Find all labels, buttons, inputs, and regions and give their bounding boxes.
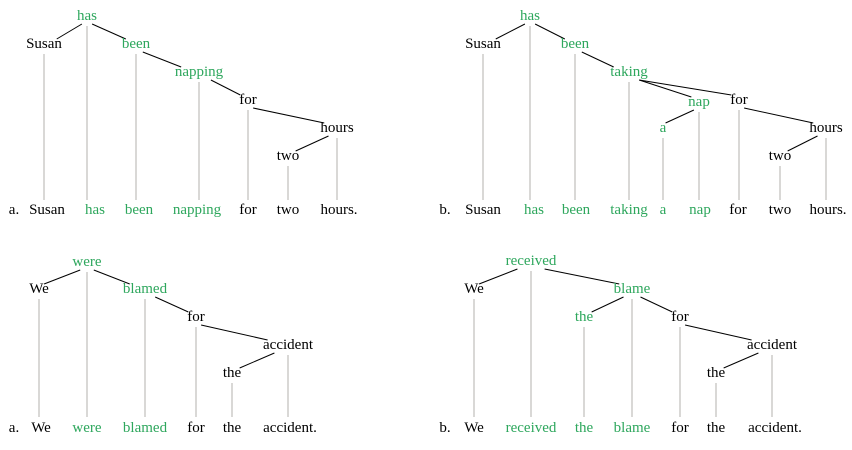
tree-node-nap: nap [688, 94, 710, 110]
tree-node-the: the [222, 365, 242, 381]
sentence-word: blamed [122, 420, 168, 436]
tree-node-blamed: blamed [122, 281, 168, 297]
dependency-edge [210, 79, 241, 96]
tree-node-accident: accident [263, 337, 313, 353]
tree-node-two: two [768, 148, 792, 164]
sentence-word: has [85, 202, 105, 218]
dependency-edge [639, 79, 732, 96]
sentence-word: accident. [748, 420, 802, 436]
tree-node-we: We [464, 281, 484, 297]
sentence-word: the [706, 420, 726, 436]
sentence-word: nap [689, 202, 711, 218]
tree-node-blame: blame [613, 281, 651, 297]
tree-node-napping: napping [174, 64, 224, 80]
tree-node-were: were [72, 254, 102, 270]
dependency-edge [142, 51, 182, 68]
dependency-edge [544, 268, 620, 285]
dependency-edge [154, 296, 189, 313]
sentence-word: the [222, 420, 242, 436]
tree-node-susan: Susan [465, 36, 501, 52]
tree-node-the1: the [574, 309, 594, 325]
dependency-edge [743, 107, 814, 124]
sentence-word: a [659, 202, 667, 218]
dependency-edge [56, 23, 83, 40]
dependency-edge [581, 51, 614, 68]
sentence-word: for [187, 420, 205, 436]
sentence-word: We [31, 420, 51, 436]
dependency-edge [200, 324, 268, 341]
sentence-word: has [524, 202, 544, 218]
sentence-word: napping [172, 202, 222, 218]
tree-node-has: has [520, 8, 540, 24]
tree-node-received: received [505, 253, 557, 269]
tree-node-for: for [671, 309, 689, 325]
sentence-word: blame [613, 420, 651, 436]
tree-node-been: been [121, 36, 151, 52]
tree-node-for: for [187, 309, 205, 325]
dependency-edge [252, 107, 325, 124]
tree-node-accident: accident [747, 337, 797, 353]
sentence-word: been [561, 202, 591, 218]
tree-node-been: been [560, 36, 590, 52]
tree-node-susan: Susan [26, 36, 62, 52]
dependency-edge [91, 23, 127, 40]
panel-label: a. [8, 202, 20, 218]
tree-node-two: two [276, 148, 300, 164]
dependency-edge [591, 296, 624, 313]
dependency-edge [640, 296, 673, 313]
sentence-word: the [574, 420, 594, 436]
dependency-edge [93, 269, 130, 285]
tree-node-has: has [77, 8, 97, 24]
panel-label: b. [439, 420, 451, 436]
sentence-word: accident. [263, 420, 317, 436]
sentence-word: for [671, 420, 689, 436]
sentence-word: two [276, 202, 300, 218]
dependency-edge [478, 268, 518, 285]
sentence-word: for [239, 202, 257, 218]
sentence-word: taking [610, 202, 648, 218]
sentence-word: were [72, 420, 102, 436]
tree-node-for: for [730, 92, 748, 108]
sentence-word: for [729, 202, 747, 218]
dependency-edge [723, 352, 759, 369]
sentence-word: been [124, 202, 154, 218]
tree-node-hours: hours [809, 120, 843, 136]
dependency-edge [787, 135, 818, 152]
dependency-edge [43, 269, 81, 285]
tree-node-hours: hours [320, 120, 354, 136]
panel-label: b. [439, 202, 451, 218]
panel-label: a. [8, 420, 20, 436]
dependency-edge [534, 23, 566, 40]
tree-node-for: for [239, 92, 257, 108]
tree-node-we: We [29, 281, 49, 297]
sentence-word: Susan [465, 202, 501, 218]
sentence-word: Susan [29, 202, 65, 218]
sentence-word: received [505, 420, 557, 436]
dependency-edge [665, 109, 695, 124]
sentence-word: We [464, 420, 484, 436]
tree-node-taking: taking [610, 64, 648, 80]
dependency-edge [495, 23, 526, 40]
sentence-word: hours. [809, 202, 847, 218]
tree-node-a: a [659, 120, 667, 136]
tree-node-the2: the [706, 365, 726, 381]
dependency-edge [295, 135, 329, 152]
sentence-word: hours. [320, 202, 358, 218]
dependency-edge [639, 79, 692, 98]
dependency-edge [684, 324, 752, 341]
sentence-word: two [768, 202, 792, 218]
dependency-edge [239, 352, 275, 369]
